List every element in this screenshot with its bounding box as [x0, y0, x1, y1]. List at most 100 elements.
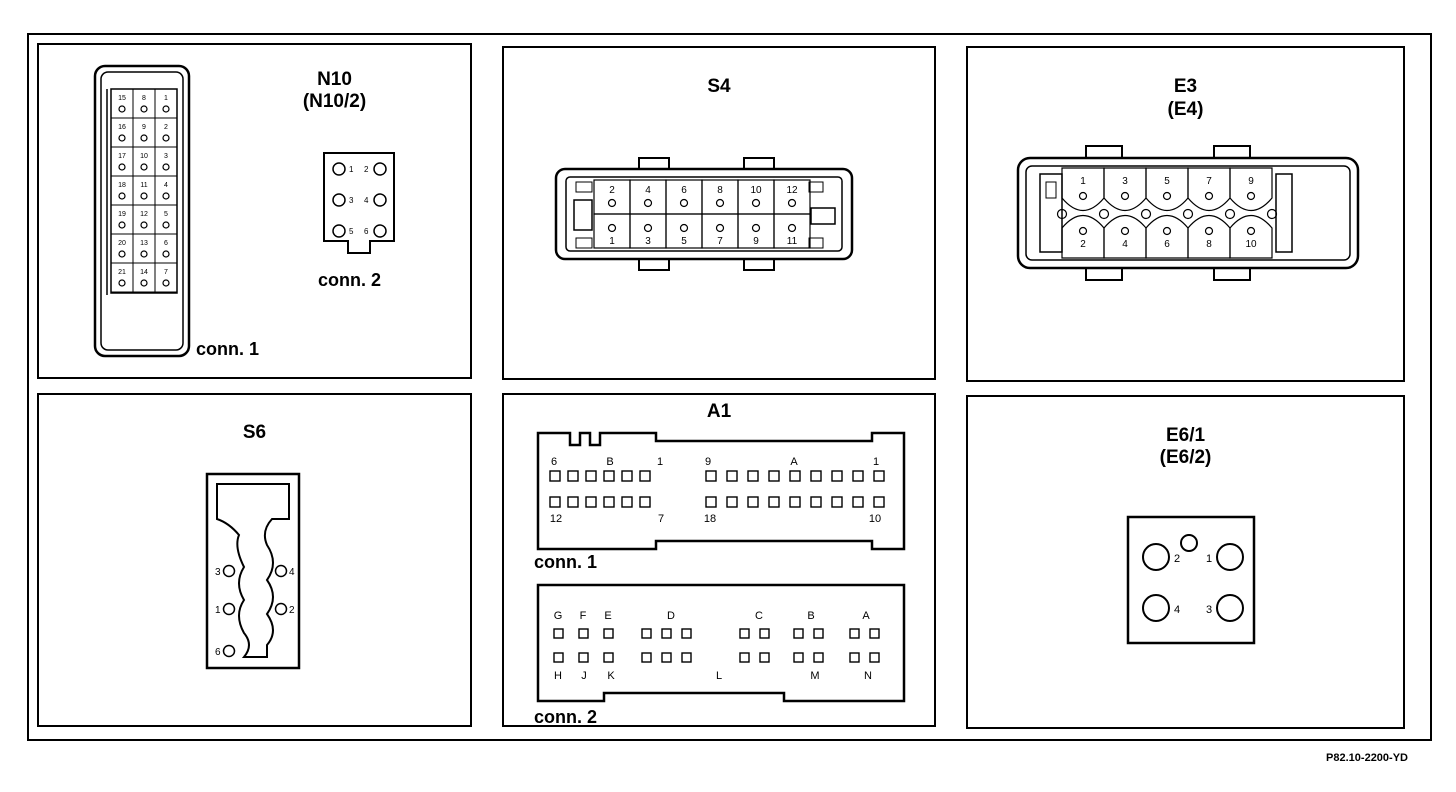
- a1c1-pin: [810, 470, 822, 482]
- e3-pin-label: 10: [1245, 239, 1257, 250]
- n10-pin-label: 7: [164, 269, 168, 276]
- s4-pin-label: 2: [609, 185, 615, 196]
- a1c1-pin: [852, 496, 864, 508]
- e3-pin-hole: [1246, 226, 1256, 236]
- s6-pin-hole: [274, 564, 288, 578]
- a1c1-pin: [603, 496, 615, 508]
- a1-title: A1: [706, 401, 732, 422]
- s6-title: S6: [242, 422, 267, 443]
- n10c2-pin-label: 6: [364, 227, 369, 236]
- a1c2-pin: [793, 652, 804, 663]
- a1c2-pin: [578, 652, 589, 663]
- a1c2-pin: [603, 628, 614, 639]
- a1c1-pin: [549, 496, 561, 508]
- s4-pin-label: 6: [681, 185, 687, 196]
- n10-pin-label: 6: [164, 240, 168, 247]
- a1-conn1-label: conn. 1: [534, 552, 598, 572]
- n10-pin-hole: [162, 279, 170, 287]
- n10c2-pin-label: 5: [349, 227, 354, 236]
- n10-pin-label: 12: [140, 211, 148, 218]
- n10-conn1-label: conn. 1: [196, 339, 260, 359]
- e61-subtitle: (E6/2): [1159, 447, 1212, 468]
- a1c2-pin: [661, 652, 672, 663]
- a1c2-pin: [739, 628, 750, 639]
- e3-pin-label: 5: [1164, 176, 1170, 187]
- n10-pin-label: 8: [142, 95, 146, 102]
- a1c1-pin: [705, 496, 717, 508]
- a1c1-pin: [585, 496, 597, 508]
- n10-pin-hole: [140, 105, 148, 113]
- n10-title: N10: [317, 69, 352, 90]
- a1c2-pin: [641, 652, 652, 663]
- s6-pin-label: 2: [289, 605, 295, 616]
- a1c2-top-letter: C: [755, 610, 763, 622]
- e3-small-hole: [1266, 208, 1278, 220]
- e3-pin-hole: [1120, 191, 1130, 201]
- s4-pin-hole: [679, 223, 689, 233]
- drawing-reference: P82.10-2200-YD: [1326, 752, 1408, 764]
- n10-pin-hole: [118, 221, 126, 229]
- a1c2-pin: [553, 652, 564, 663]
- a1c1-pin: [726, 470, 738, 482]
- n10-pin-label: 14: [140, 269, 148, 276]
- a1c1-top-label: 6: [551, 456, 557, 468]
- e61-connector-drawing: 2 1 4 3: [1126, 515, 1256, 645]
- n10-pin-hole: [162, 105, 170, 113]
- n10-pin-hole: [140, 134, 148, 142]
- a1c2-pin: [849, 652, 860, 663]
- n10c2-pin-hole: [332, 224, 346, 238]
- n10c2-pin-hole: [332, 193, 346, 207]
- n10-pin-hole: [140, 250, 148, 258]
- n10c2-pin-hole: [373, 193, 387, 207]
- a1c2-pin: [759, 652, 770, 663]
- s4-pin-hole: [679, 198, 689, 208]
- a1c1-pin: [639, 496, 651, 508]
- n10-cell: [154, 262, 178, 293]
- s6-pin-label: 6: [215, 647, 221, 658]
- a1c2-pin: [813, 628, 824, 639]
- n10-pin-hole: [118, 250, 126, 258]
- a1c2-top-letter: E: [604, 610, 611, 622]
- a1c1-top-label: 1: [873, 456, 879, 468]
- a1c2-top-letter: B: [807, 610, 814, 622]
- n10-pin-hole: [118, 105, 126, 113]
- s4-pin-label: 8: [717, 185, 723, 196]
- e3-small-hole: [1140, 208, 1152, 220]
- a1c2-bottom-letter: L: [716, 670, 722, 682]
- s4-pin-hole: [607, 223, 617, 233]
- a1c1-pin: [873, 470, 885, 482]
- e3-pin-hole: [1120, 226, 1130, 236]
- a1c2-bottom-letter: K: [607, 670, 615, 682]
- a1c1-pin: [747, 496, 759, 508]
- n10c2-pin-hole: [373, 162, 387, 176]
- s6-pin-hole: [222, 564, 236, 578]
- e3-pin-label: 8: [1206, 239, 1212, 250]
- s4-cell: [773, 213, 811, 249]
- n10-pin-hole: [140, 163, 148, 171]
- n10c2-pin-hole: [373, 224, 387, 238]
- e3-title: E3: [1173, 76, 1198, 97]
- s4-pin-hole: [715, 198, 725, 208]
- n10-pin-label: 20: [118, 240, 126, 247]
- a1c1-top-label: B: [606, 456, 613, 468]
- a1c1-pin: [567, 470, 579, 482]
- e3-cell: [1229, 167, 1273, 212]
- n10-conn2-label: conn. 2: [318, 270, 382, 290]
- n10-pin-label: 1: [164, 95, 168, 102]
- e61-pin-1: 1: [1206, 553, 1212, 565]
- s4-pin-label: 12: [786, 185, 798, 196]
- n10-pin-label: 2: [164, 124, 168, 131]
- s4-pin-hole: [751, 198, 761, 208]
- e3-pin-hole: [1078, 191, 1088, 201]
- n10-subtitle: (N10/2): [302, 91, 367, 112]
- e3-small-hole: [1182, 208, 1194, 220]
- a1c1-pin: [621, 496, 633, 508]
